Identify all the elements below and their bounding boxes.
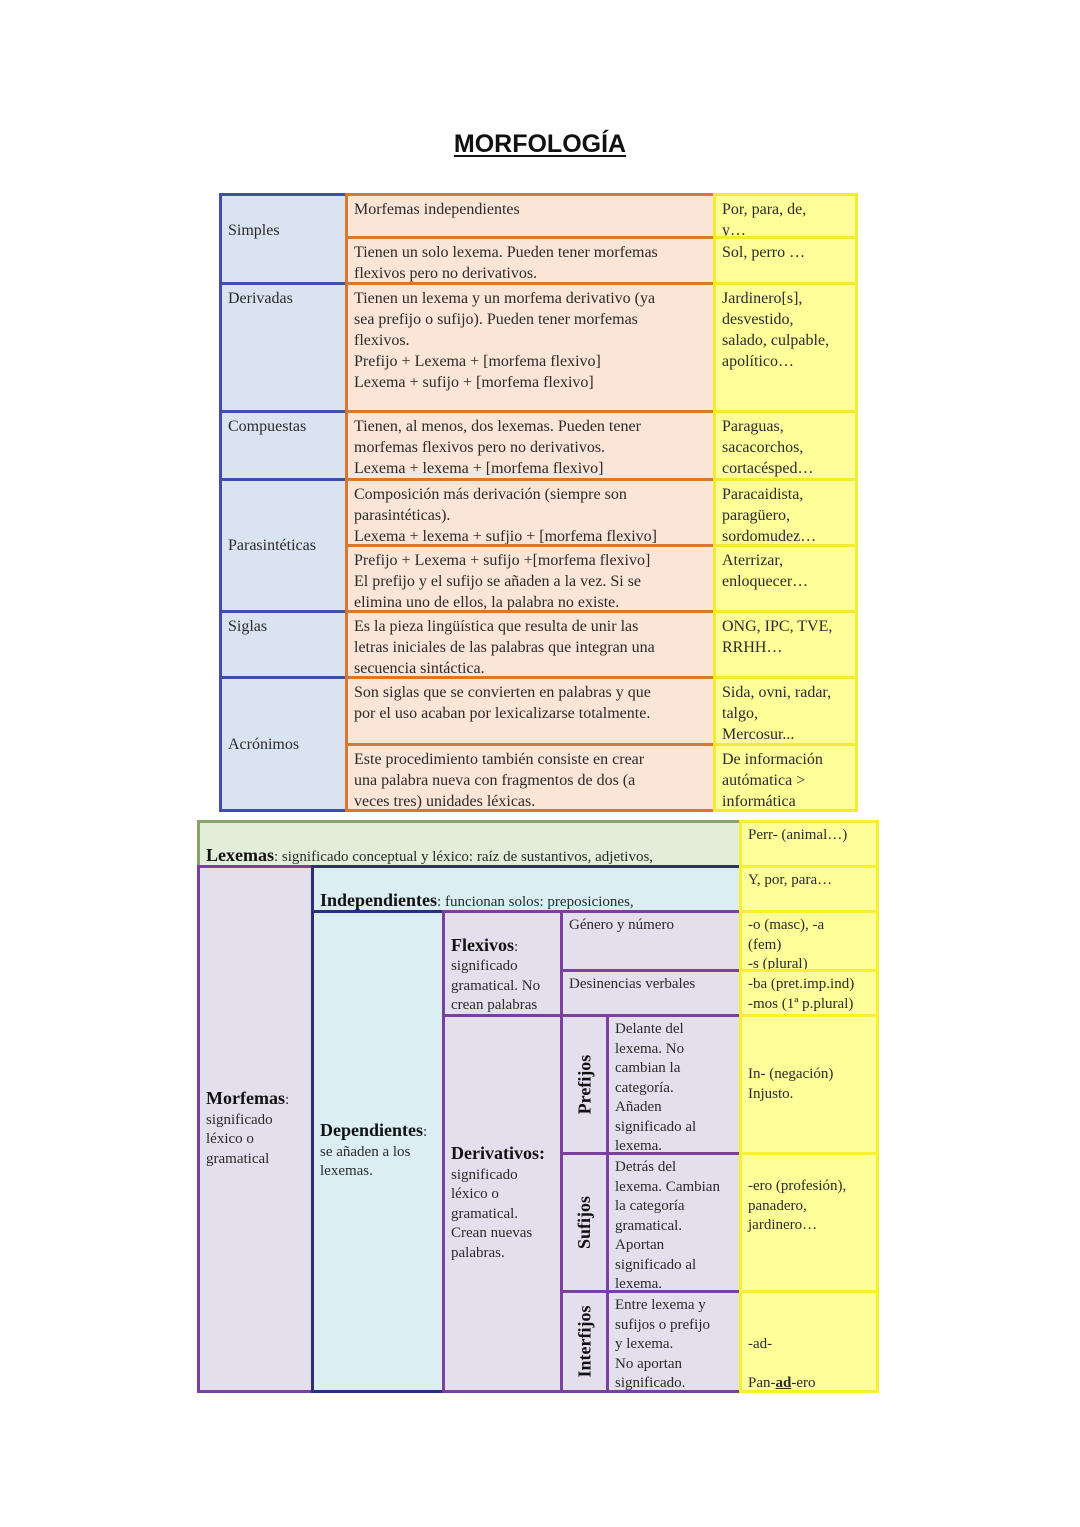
derivativos-heading: Derivativos: [451, 1143, 545, 1163]
flexivos-heading: Flexivos [451, 934, 514, 955]
siglas-definition: Es la pieza lingüística que resulta de u… [345, 610, 716, 679]
simples-example-1: Por, para, de, y… [713, 193, 858, 239]
sufijos-label: Sufijos [574, 1195, 595, 1250]
sufijos-description: Detrás del lexema. Cambian la categoría … [606, 1152, 742, 1293]
prefijos-label-cell: Prefijos [560, 1014, 609, 1155]
sufijos-label-cell: Sufijos [560, 1152, 609, 1293]
row-label-simples: Simples [219, 193, 348, 285]
desinencias-cell: Desinencias verbales [560, 969, 742, 1017]
compuestas-example: Paraguas, sacacorchos, cortacésped… [713, 410, 858, 481]
independientes-heading: Independientes [320, 889, 438, 910]
genero-numero-example: -o (masc), -a (fem) -s (plural) [739, 910, 879, 972]
prefijos-example: In- (negación) Injusto. [739, 1014, 879, 1155]
row-label-siglas: Siglas [219, 610, 348, 679]
row-label-acronimos: Acrónimos [219, 676, 348, 812]
lexemas-heading: Lexemas [206, 844, 274, 865]
interfix-highlight: ad [775, 1374, 792, 1391]
derivadas-example: Jardinero[s], desvestido, salado, culpab… [713, 282, 858, 413]
simples-definition-2: Tienen un solo lexema. Pueden tener morf… [345, 236, 716, 285]
desinencias-example: -ba (pret.imp.ind) -mos (1ª p.plural) [739, 969, 879, 1017]
simples-definition-1: Morfemas independientes [345, 193, 716, 239]
prefijos-label: Prefijos [574, 1054, 594, 1115]
row-label-parasinteticas: Parasintéticas [219, 478, 348, 613]
page-title: MORFOLOGÍA [453, 130, 627, 158]
independientes-cell: Independientes: funcionan solos: preposi… [311, 865, 742, 913]
lexemas-example: Perr- (animal…) [739, 820, 879, 868]
parasinteticas-example-2: Aterrizar, enloquecer… [713, 544, 858, 613]
parasinteticas-example-1: Paracaidista, paragüero, sordomudez… [713, 478, 858, 547]
prefijos-description: Delante del lexema. No cambian la catego… [606, 1014, 742, 1155]
interfijos-description: Entre lexema y sufijos o prefijo y lexem… [606, 1290, 742, 1393]
interfijos-label: Interfijos [574, 1305, 595, 1378]
morfemas-cell: Morfemas: significado léxico o gramatica… [197, 865, 314, 1393]
sufijos-example: -ero (profesión), panadero, jardinero… [739, 1152, 879, 1293]
derivadas-definition: Tienen un lexema y un morfema derivativo… [345, 282, 716, 413]
dependientes-cell: Dependientes: se añaden a los lexemas. [311, 910, 445, 1393]
genero-numero-cell: Género y número [560, 910, 742, 972]
flexivos-cell: Flexivos: significado gramatical. No cre… [442, 910, 563, 1017]
row-label-compuestas: Compuestas [219, 410, 348, 481]
interfijos-label-cell: Interfijos [560, 1290, 609, 1393]
acronimos-example-2: De información autómatica > informática [713, 743, 858, 812]
acronimos-definition-2: Este procedimiento también consiste en c… [345, 743, 716, 812]
derivativos-cell: Derivativos:significado léxico o gramati… [442, 1014, 563, 1393]
morfemas-heading: Morfemas [206, 1088, 285, 1108]
interfijos-example: -ad- Pan-ad-ero [739, 1290, 879, 1393]
compuestas-definition: Tienen, al menos, dos lexemas. Pueden te… [345, 410, 716, 481]
dependientes-heading: Dependientes [320, 1120, 423, 1141]
simples-example-2: Sol, perro … [713, 236, 858, 285]
siglas-example: ONG, IPC, TVE, RRHH… [713, 610, 858, 679]
lexemas-cell: Lexemas: significado conceptual y léxico… [197, 820, 742, 868]
independientes-example: Y, por, para… [739, 865, 879, 913]
acronimos-example-1: Sida, ovni, radar, talgo, Mercosur... [713, 676, 858, 746]
parasinteticas-definition-1: Composición más derivación (siempre son … [345, 478, 716, 547]
parasinteticas-definition-2: Prefijo + Lexema + sufijo +[morfema flex… [345, 544, 716, 613]
row-label-derivadas: Derivadas [219, 282, 348, 413]
acronimos-definition-1: Son siglas que se convierten en palabras… [345, 676, 716, 746]
